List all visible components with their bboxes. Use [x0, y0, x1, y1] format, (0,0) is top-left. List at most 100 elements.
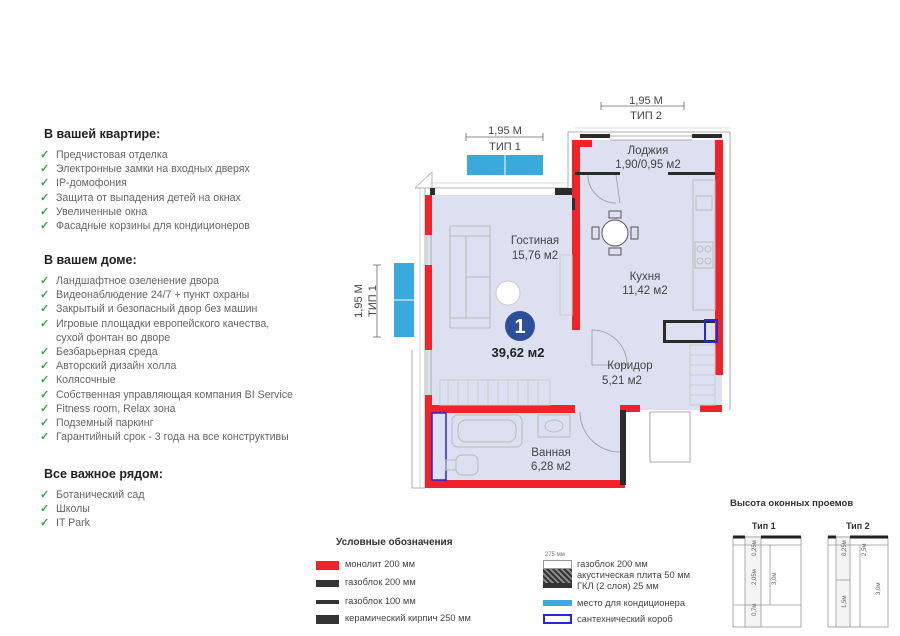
check-icon: ✓ [40, 374, 50, 387]
wardrobe-hatch [439, 379, 551, 406]
check-icon: ✓ [40, 417, 50, 430]
feature-text: Закрытый и безопасный двор без машин [56, 303, 258, 316]
feature-item: ✓ Подземный паркинг [40, 416, 293, 430]
feature-text: Фасадные корзины для кондиционеров [56, 220, 250, 233]
legend-label-block100: газоблок 100 мм [345, 596, 416, 606]
feature-item: ✓ Ландшафтное озеленение двора [40, 274, 293, 288]
feature-item: ✓IP-домофония [40, 176, 250, 190]
check-icon: ✓ [40, 275, 50, 287]
apartment-section-title: В вашей квартире: [44, 127, 161, 141]
feature-text: Ландшафтное озеленение двора [56, 275, 220, 287]
t1-mid: 2,05м [752, 569, 758, 585]
plumbing-duct [704, 319, 718, 343]
feature-item: ✓ Собственная управляющая компания BI Ser… [40, 388, 293, 402]
feature-text: Fitness room, Relax зона [56, 402, 176, 415]
corridor-area: 5,21 м2 [602, 375, 642, 387]
feature-text: Гарантийный срок - 3 года на все констру… [56, 431, 289, 444]
feature-item: ✓ Fitness room, Relax зона [40, 402, 293, 416]
legend-title: Условные обозначения [336, 537, 453, 548]
feature-text: Увеличенные окна [56, 205, 148, 218]
t2-right: 3,0м [876, 583, 882, 595]
t2-mid: 2,5м [862, 544, 868, 556]
acoustic-swatch-mid [543, 569, 572, 583]
feature-text: Безбарьерная среда [56, 346, 158, 359]
check-icon: ✓ [40, 303, 50, 316]
check-icon: ✓ [40, 388, 50, 401]
block-walls [430, 134, 722, 485]
living-area: 15,76 м2 [512, 250, 558, 262]
feature-item: ✓Гарантийный срок - 3 года на все констр… [40, 430, 293, 444]
kitchen-area: 11,42 м2 [622, 285, 667, 297]
coffee-table [495, 280, 521, 306]
check-icon: ✓ [40, 360, 50, 373]
acoustic-line-1: газоблок 200 мм [577, 559, 648, 569]
feature-item: ✓Предчистовая отделка [40, 148, 250, 162]
corridor-name: Коридор [607, 360, 652, 372]
feature-item: сухой фонтан во дворе [40, 331, 293, 345]
feature-item: ✓ Школы [40, 502, 145, 516]
kitchen-name: Кухня [630, 271, 661, 283]
legend-label-ac: место для кондиционера [577, 598, 686, 608]
feature-item: ✓ Фасадные корзины для кондиционеров [40, 219, 250, 233]
check-icon: ✓ [40, 317, 50, 330]
check-icon: ✓ [40, 205, 50, 218]
acoustic-dim: 275 мм [545, 552, 565, 558]
feature-text: Собственная управляющая компания BI Serv… [56, 388, 293, 401]
feature-text: IP-домофония [56, 177, 127, 190]
check-icon: ✓ [40, 503, 50, 516]
corridor-wardrobe-hatch [689, 344, 716, 406]
legend-label-brick: керамический кирпич 250 мм [345, 613, 471, 623]
check-icon: ✓ [40, 402, 50, 415]
legend-label-monolith: монолит 200 мм [345, 559, 415, 569]
check-icon: ✓ [40, 489, 50, 501]
doors [579, 174, 691, 463]
feature-item: ✓Видеонаблюдение 24/7 + пункт охраны [40, 288, 293, 302]
t2-top: 0,25м [842, 540, 848, 556]
monolith-walls [425, 140, 723, 488]
living-name: Гостиная [511, 235, 559, 247]
feature-text: Подземный паркинг [56, 417, 154, 430]
feature-text: Ботанический сад [56, 489, 145, 501]
feature-item: ✓ Игровые площадки европейского качества, [40, 317, 293, 331]
legend-swatch-brick [316, 615, 339, 624]
window-left-type: ТИП 1 [367, 285, 379, 317]
plumbing-duct-bath [431, 412, 447, 481]
legend-swatch-block100 [316, 600, 339, 604]
feature-text: Защита от выпадения детей на окнах [56, 191, 241, 204]
check-icon: ✓ [40, 517, 50, 530]
acoustic-line-3: ГКЛ (2 слоя) 25 мм [577, 581, 659, 591]
legend-swatch-ac [543, 600, 572, 606]
acoustic-swatch-top [543, 560, 572, 569]
feature-text: Видеонаблюдение 24/7 + пункт охраны [56, 289, 250, 302]
acoustic-line-2: акустическая плита 50 мм [577, 570, 690, 580]
feature-item: ✓ Увеличенные окна [40, 205, 250, 219]
feature-item: ✓Электронные замки на входных дверях [40, 162, 250, 176]
t1-top: 0,25м [752, 540, 758, 556]
window-top-left-size: 1,95 М [488, 125, 522, 137]
feature-text: IT Park [56, 517, 90, 530]
check-icon: ✓ [40, 191, 50, 204]
window-left-size: 1,95 М [353, 284, 365, 318]
feature-item: ✓ IT Park [40, 516, 145, 530]
feature-text: Школы [56, 503, 90, 516]
feature-text: Игровые площадки европейского качества, [56, 317, 270, 330]
check-icon: ✓ [40, 149, 50, 161]
t1-total: 3,0м [772, 573, 778, 585]
feature-item: ✓Безбарьерная среда [40, 345, 293, 359]
feature-text: Электронные замки на входных дверях [56, 163, 250, 176]
t1-bottom: 0,7м [752, 604, 758, 616]
feature-text: Авторский дизайн холла [56, 360, 177, 373]
window-type2-label: Тип 2 [846, 521, 870, 531]
feature-item: ✓Колясочные [40, 373, 293, 387]
feature-item: ✓ Защита от выпадения детей на окнах [40, 191, 250, 205]
legend-swatch-monolith [316, 561, 339, 570]
feature-item: ✓ Закрытый и безопасный двор без машин [40, 302, 293, 316]
legend-swatch-duct [543, 614, 572, 624]
total-area: 39,62 м2 [492, 345, 545, 360]
loggia-name: Лоджия [628, 145, 669, 157]
kitchen-counter [692, 179, 716, 311]
check-icon: ✓ [40, 220, 50, 233]
legend-label-duct: сантехнический короб [577, 614, 673, 624]
bath-area: 6,28 м2 [531, 461, 571, 473]
